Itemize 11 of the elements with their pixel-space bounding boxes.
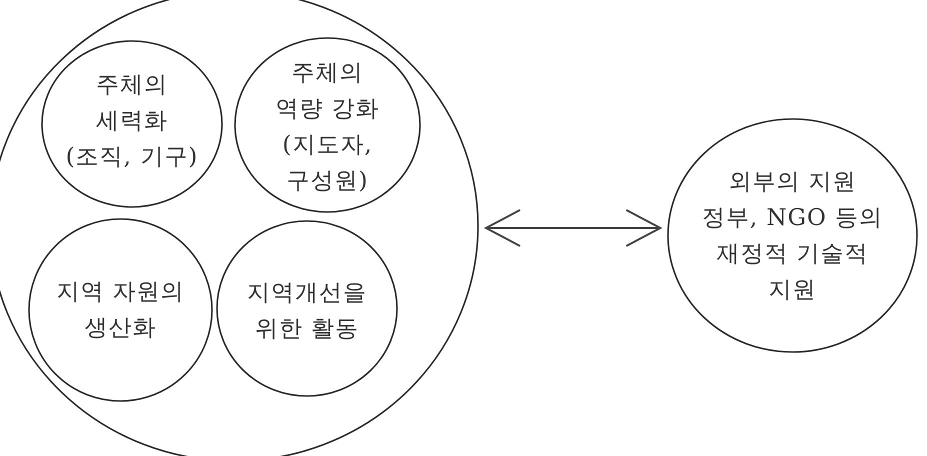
node-text: 주체의 역량 강화 (지도자, 구성원) (275, 59, 380, 196)
circle-node (216, 220, 398, 397)
node-text: 외부의 지원 정부, NGO 등의 재정적 기술적 지원 (702, 168, 884, 304)
node-text: 주체의 세력화 (조직, 기구) (66, 71, 198, 172)
circle-node (667, 118, 918, 353)
node-text: 지역개선을 위한 활동 (247, 278, 367, 344)
circle-node (41, 40, 223, 208)
circle-node (28, 218, 213, 402)
double-headed-arrow (485, 209, 662, 247)
node-text: 지역 자원의 생산화 (56, 278, 185, 343)
circle-node (234, 37, 421, 213)
